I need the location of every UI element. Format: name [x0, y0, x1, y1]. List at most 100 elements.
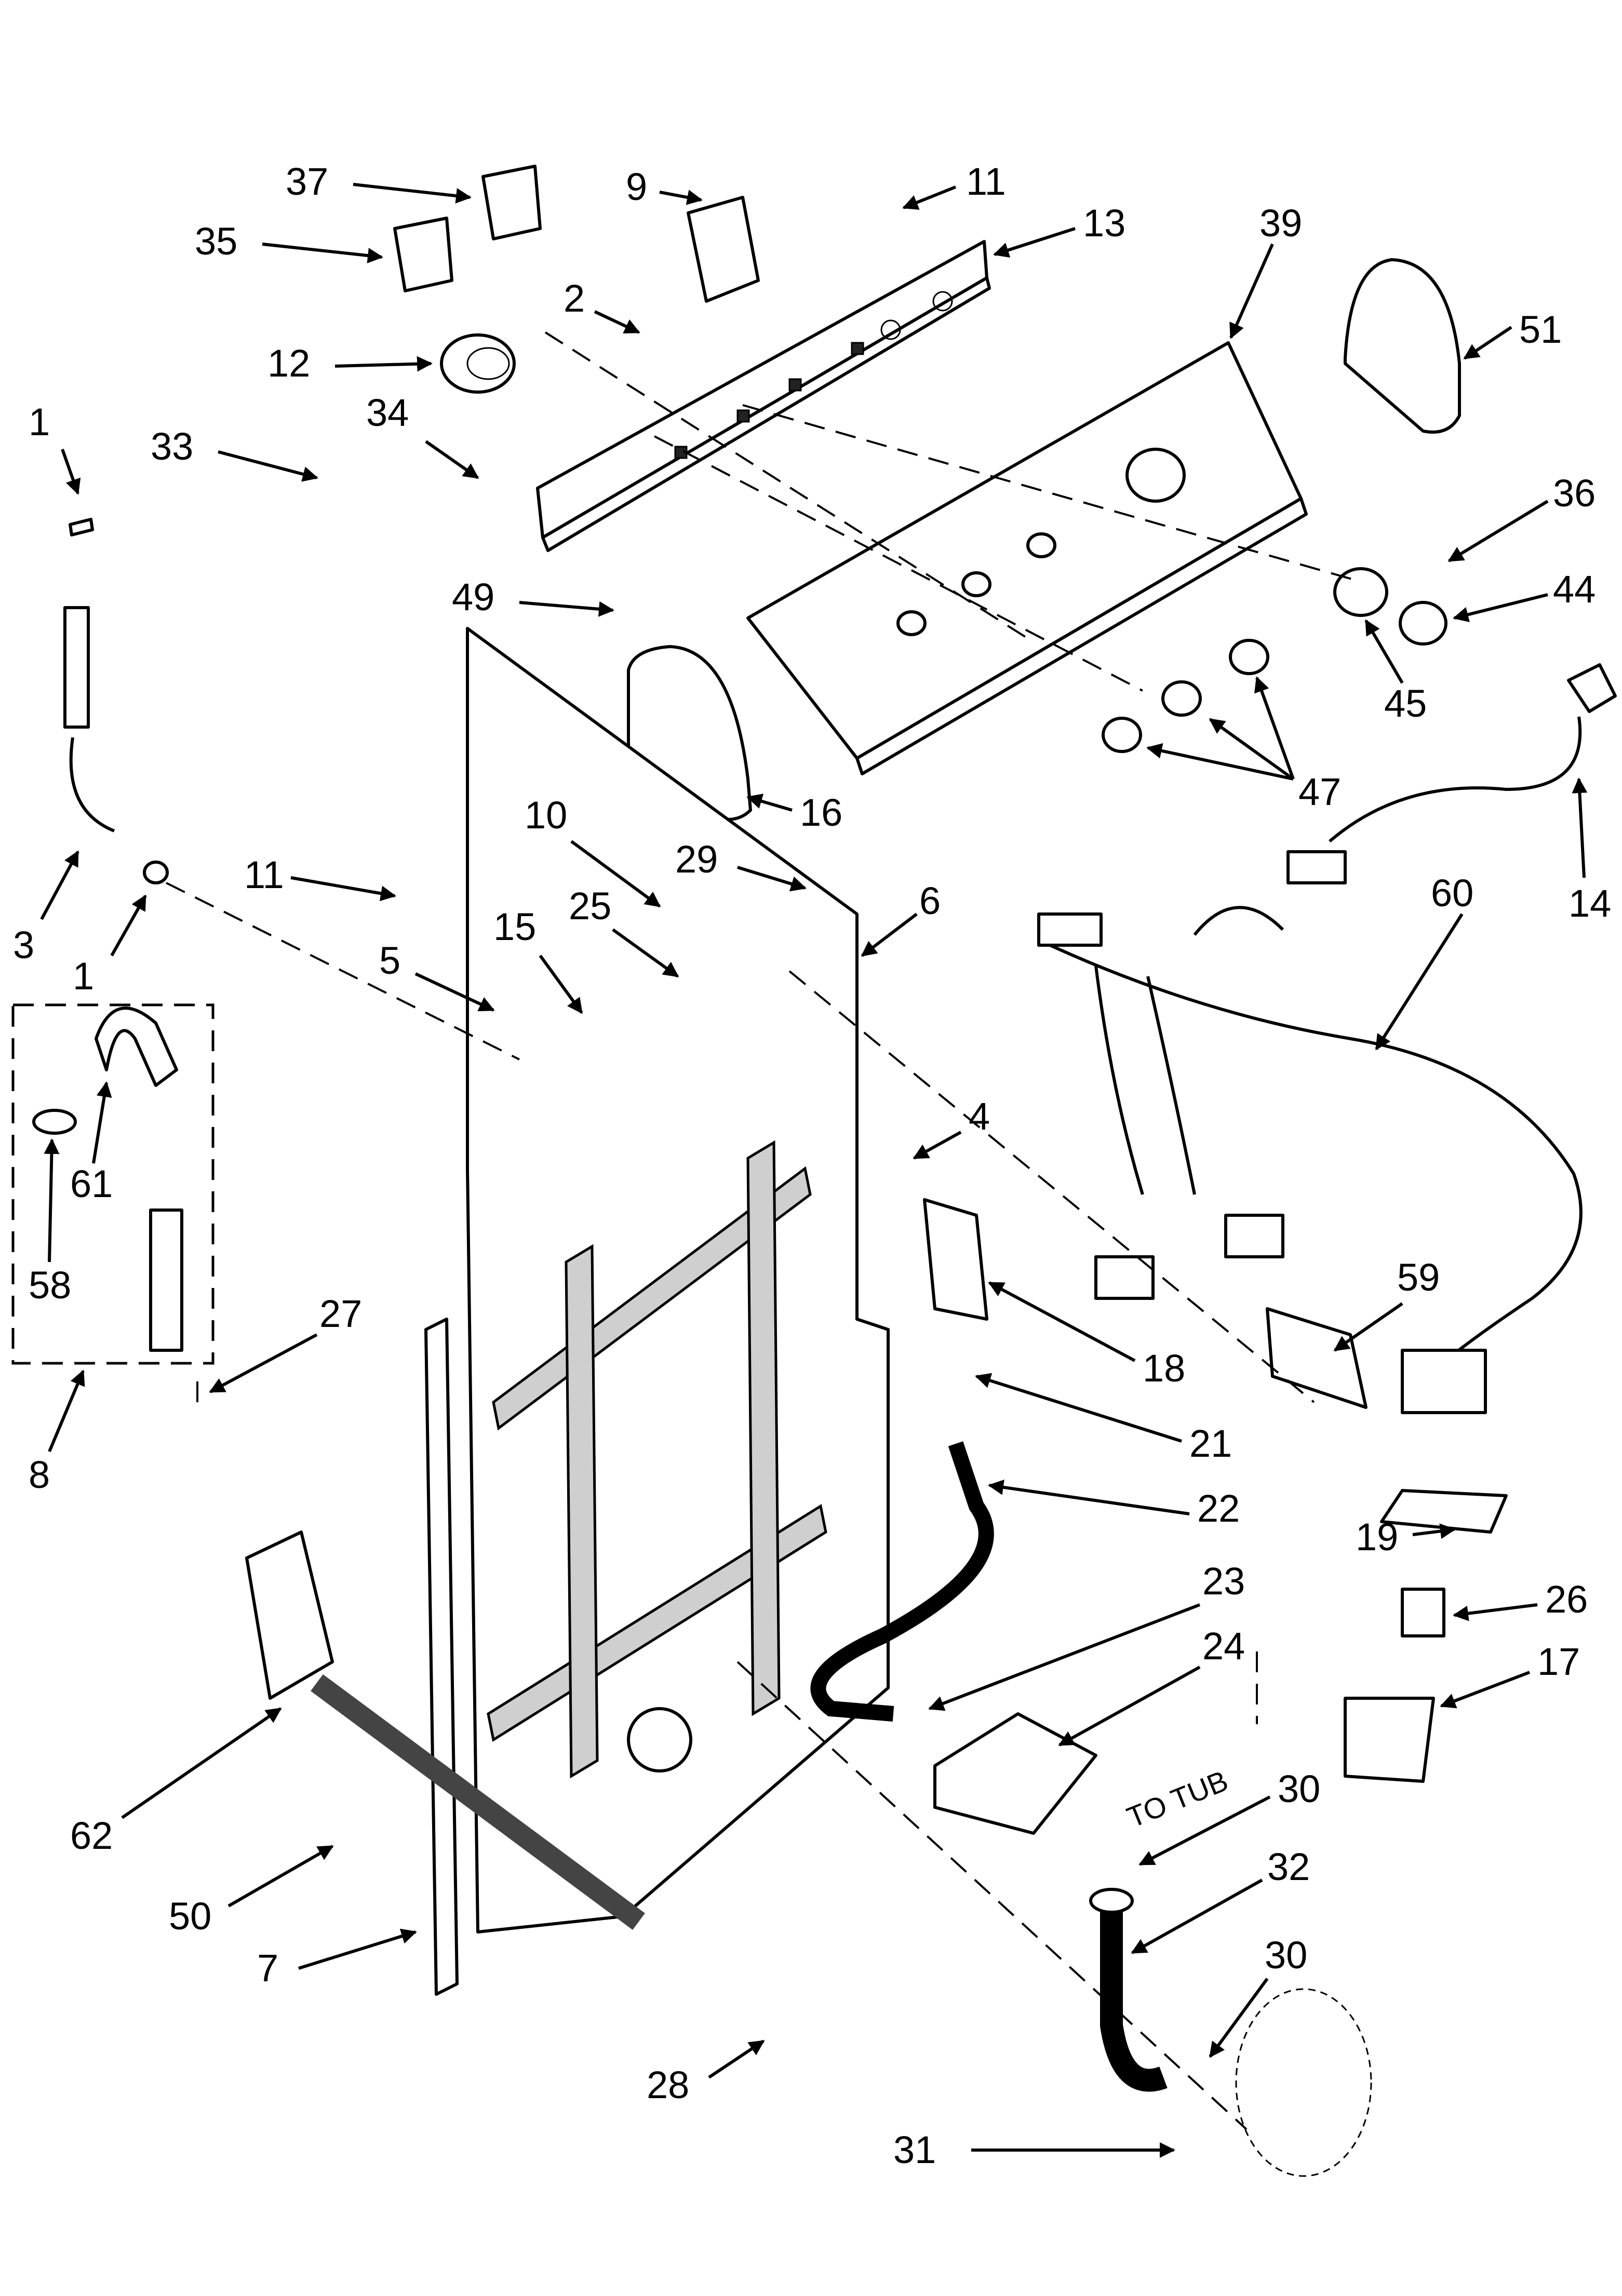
- callout-8: 8: [29, 1369, 85, 1496]
- timer: [687, 196, 760, 303]
- callout-34: 34: [366, 391, 479, 479]
- fill-hose: [810, 1441, 994, 1722]
- water-valve: [923, 1198, 988, 1321]
- svg-text:59: 59: [1397, 1256, 1440, 1299]
- callout-6: 6: [861, 879, 941, 957]
- svg-text:28: 28: [647, 2063, 689, 2106]
- wire-harness: [1037, 663, 1617, 1414]
- callout-51: 51: [1463, 308, 1562, 360]
- svg-text:25: 25: [569, 884, 611, 928]
- callout-29: 29: [675, 838, 807, 892]
- cabinet-rear-panel: [466, 627, 890, 1934]
- pump-housing: [1235, 1988, 1372, 2177]
- callout-9: 9: [626, 165, 703, 208]
- callout-19: 19: [1356, 1515, 1456, 1559]
- svg-text:4: 4: [969, 1095, 990, 1138]
- svg-text:18: 18: [1143, 1347, 1185, 1390]
- callout-22: 22: [988, 1479, 1240, 1530]
- callout-17: 17: [1440, 1640, 1580, 1709]
- svg-text:5: 5: [379, 939, 400, 982]
- svg-text:60: 60: [1431, 871, 1473, 915]
- callout-10: 10: [525, 794, 661, 908]
- svg-text:11: 11: [244, 853, 284, 896]
- svg-text:39: 39: [1259, 202, 1302, 245]
- callout-2: 2: [564, 277, 640, 334]
- callout-14: 14: [1569, 777, 1611, 925]
- pump-and-hose: [245, 1530, 645, 1930]
- callout-59: 59: [1333, 1256, 1440, 1352]
- svg-text:10: 10: [525, 794, 567, 837]
- small-parts: [69, 518, 1508, 1783]
- callout-28: 28: [647, 2039, 765, 2106]
- callout-11-b: 11: [244, 853, 396, 902]
- callout-24: 24: [1058, 1624, 1245, 1747]
- callout-16: 16: [746, 791, 842, 834]
- callout-35: 35: [195, 220, 383, 263]
- svg-text:6: 6: [919, 879, 941, 922]
- svg-text:34: 34: [366, 391, 409, 434]
- svg-text:1: 1: [73, 955, 94, 998]
- callout-45: 45: [1364, 619, 1427, 725]
- svg-text:22: 22: [1197, 1487, 1240, 1530]
- callout-11-a: 11: [902, 160, 1006, 210]
- callout-39: 39: [1229, 202, 1302, 339]
- svg-text:45: 45: [1384, 682, 1427, 725]
- svg-text:61: 61: [70, 1162, 113, 1205]
- svg-text:50: 50: [169, 1895, 211, 1938]
- switch-12: [440, 333, 516, 394]
- svg-text:19: 19: [1356, 1515, 1398, 1559]
- callout-1-b: 1: [73, 894, 147, 998]
- callout-4: 4: [913, 1095, 990, 1160]
- svg-text:49: 49: [452, 575, 494, 619]
- callout-33: 33: [151, 425, 318, 482]
- callout-30-b: 30: [1209, 1934, 1307, 2058]
- callout-50: 50: [169, 1845, 334, 1938]
- callout-25: 25: [569, 884, 679, 978]
- svg-text:30: 30: [1265, 1934, 1307, 1977]
- tub-hose: [1089, 1888, 1168, 2092]
- svg-text:32: 32: [1267, 1845, 1310, 1888]
- callout-32: 32: [1131, 1845, 1310, 1954]
- svg-text:2: 2: [564, 277, 585, 320]
- svg-text:7: 7: [257, 1946, 278, 1990]
- svg-text:15: 15: [493, 905, 536, 948]
- console-back-panel: [536, 240, 991, 552]
- svg-text:31: 31: [893, 2128, 936, 2171]
- svg-text:12: 12: [267, 342, 310, 385]
- side-strip: [424, 1318, 459, 1996]
- callout-12: 12: [267, 342, 433, 385]
- svg-text:17: 17: [1537, 1640, 1580, 1683]
- svg-text:8: 8: [29, 1453, 50, 1496]
- switch-37: [481, 165, 542, 240]
- drain-hose-kit: [11, 1003, 215, 1365]
- svg-text:26: 26: [1545, 1578, 1588, 1621]
- svg-text:51: 51: [1519, 308, 1562, 351]
- callout-26: 26: [1453, 1578, 1588, 1621]
- callout-23: 23: [928, 1560, 1245, 1711]
- knobs: [1102, 567, 1447, 753]
- svg-text:35: 35: [195, 220, 237, 263]
- callout-27: 27: [209, 1292, 362, 1393]
- svg-text:13: 13: [1083, 202, 1125, 245]
- callout-7: 7: [257, 1928, 417, 1990]
- callout-30-a: 30: [1138, 1767, 1320, 1866]
- callout-44: 44: [1453, 568, 1596, 623]
- svg-text:29: 29: [675, 838, 718, 881]
- svg-text:62: 62: [70, 1814, 113, 1857]
- callout-49: 49: [452, 575, 614, 619]
- switch-35: [393, 217, 453, 292]
- callout-31: 31: [893, 2128, 1175, 2171]
- inlet-hose: [63, 606, 115, 833]
- svg-text:24: 24: [1202, 1624, 1245, 1668]
- svg-text:11: 11: [966, 160, 1006, 203]
- callout-47: 47: [1146, 676, 1341, 813]
- callout-1-a: 1: [29, 400, 81, 495]
- callout-13: 13: [993, 202, 1125, 258]
- callout-3: 3: [13, 850, 79, 966]
- svg-text:27: 27: [319, 1292, 362, 1335]
- callout-60: 60: [1375, 871, 1473, 1051]
- assembly-lines: [166, 331, 1361, 2130]
- callout-18: 18: [988, 1281, 1185, 1390]
- svg-text:44: 44: [1553, 568, 1596, 611]
